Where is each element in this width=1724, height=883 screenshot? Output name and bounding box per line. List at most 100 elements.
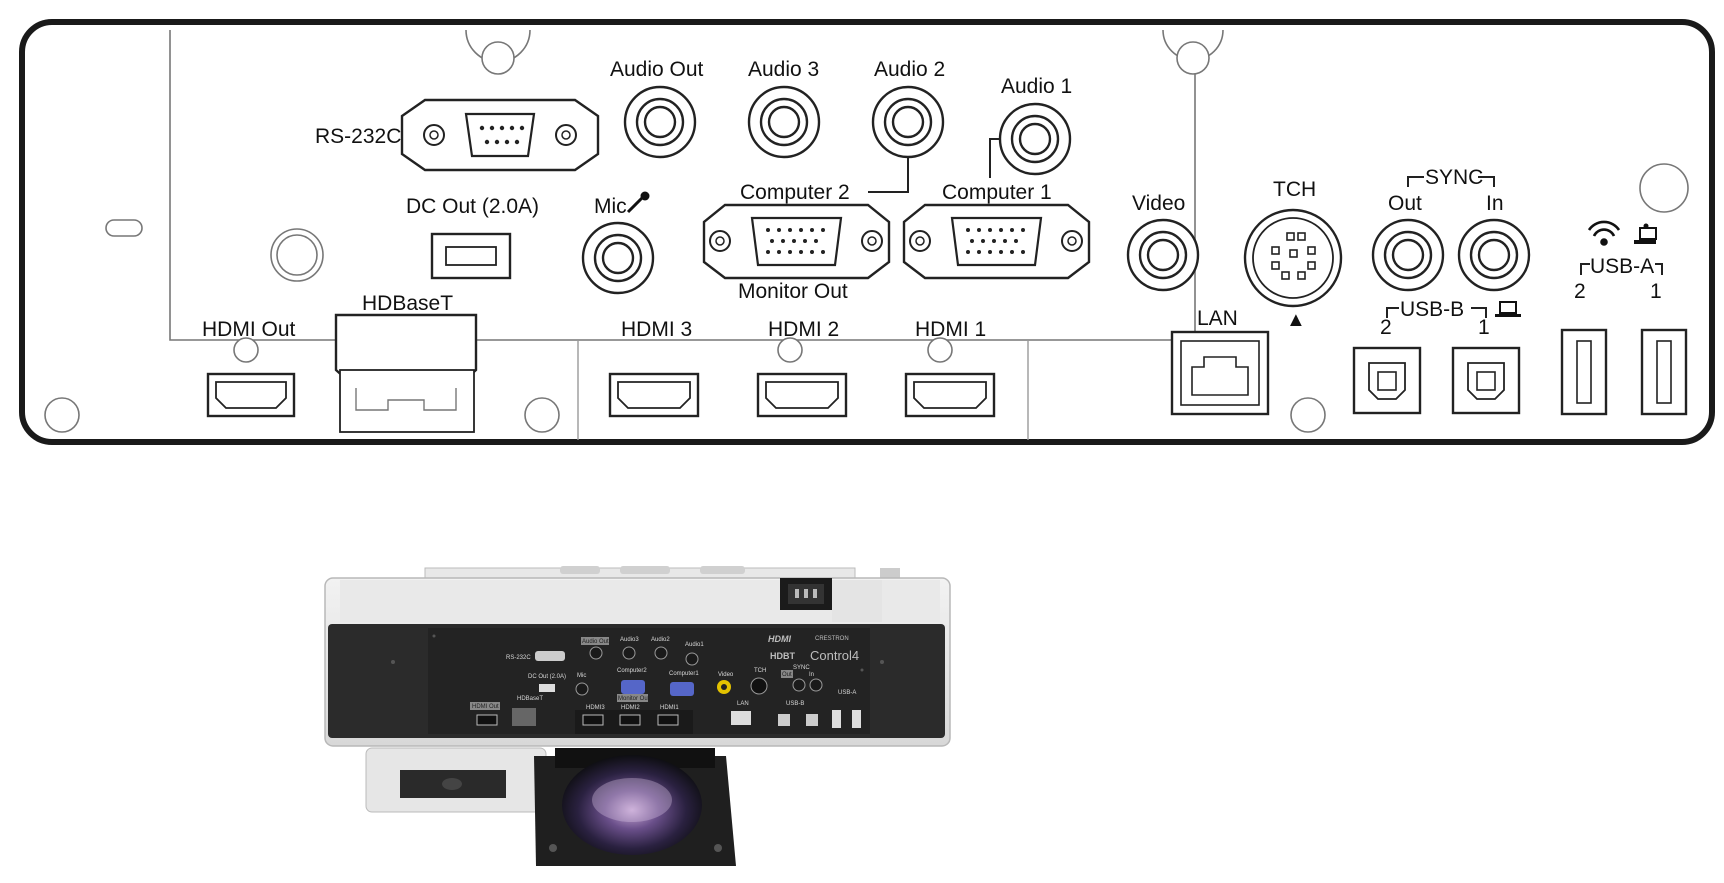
projector-top-edge <box>424 566 900 588</box>
tch-label: TCH <box>1273 178 1316 201</box>
photo-port-labels: RS-232C Audio Out Audio3 Audio2 Audio1 D… <box>470 637 856 711</box>
rs232c-label: RS-232C <box>315 125 401 148</box>
monitor-out-label: Monitor Out <box>738 280 848 303</box>
photo-hdmi3-label: HDMI3 <box>586 705 605 711</box>
mounting-holes <box>44 29 1689 433</box>
power-inlet <box>780 578 832 610</box>
computer2-vga-port[interactable] <box>702 203 891 280</box>
usb-b-2-label: 2 <box>1380 316 1392 339</box>
photo-audio3-label: Audio3 <box>620 637 639 643</box>
photo-usb-b-label: USB-B <box>786 701 804 707</box>
audio-out-jack[interactable] <box>623 85 697 159</box>
tch-arrow: ▲ <box>1286 309 1306 331</box>
audio1-leader-line <box>989 138 1000 178</box>
io-panel <box>328 624 945 738</box>
usb-b-1-label: 1 <box>1478 316 1490 339</box>
audio2-label: Audio 2 <box>874 58 945 81</box>
sync-bracket <box>1407 176 1495 187</box>
hdmi1-port[interactable] <box>904 372 996 418</box>
photo-rs232c-label: RS-232C <box>506 655 531 661</box>
sync-in-jack[interactable] <box>1457 218 1531 292</box>
hdmi2-label: HDMI 2 <box>768 318 839 341</box>
lens-housing <box>534 748 736 866</box>
photo-hdmi1-label: HDMI1 <box>660 705 679 711</box>
photo-computer1-label: Computer1 <box>669 671 699 677</box>
hdbaset-port[interactable] <box>334 313 478 433</box>
hdmi-out-port[interactable] <box>206 372 296 418</box>
video-jack[interactable] <box>1126 218 1200 292</box>
hdbaset-logo: HDBT <box>770 651 795 661</box>
photo-monitor-out-label: Monitor Out <box>618 696 650 702</box>
connector-panel-diagram: RS-232C Audio Out Audio 3 Audio 2 Audio … <box>19 19 1715 445</box>
audio1-jack[interactable] <box>998 102 1072 176</box>
photo-hdbaset-label: HDBaseT <box>517 696 543 702</box>
video-label: Video <box>1132 192 1185 215</box>
tch-din-port[interactable] <box>1243 208 1343 308</box>
usb-a-2-label: 2 <box>1574 280 1586 303</box>
io-panel-inner <box>428 628 870 734</box>
usb-a2-port[interactable] <box>1560 328 1608 416</box>
audio3-jack[interactable] <box>747 85 821 159</box>
usb-a-bracket <box>1580 263 1663 275</box>
sync-out-label: Out <box>1388 192 1422 215</box>
photo-hdmi-out-label: HDMI Out <box>472 704 499 710</box>
crestron-logo: CRESTRON <box>815 636 849 642</box>
computer2-label: Computer 2 <box>740 181 850 204</box>
audio2-jack[interactable] <box>871 85 945 159</box>
photo-tch-label: TCH <box>754 668 766 674</box>
photo-audio-out-label: Audio Out <box>582 639 609 645</box>
usb-b-label: USB-B <box>1400 298 1464 321</box>
dc-out-usb-port[interactable] <box>430 232 512 280</box>
usb-b1-port[interactable] <box>1451 346 1521 415</box>
projector-top-panel <box>340 580 940 622</box>
audio-out-label: Audio Out <box>610 58 704 81</box>
hdbaset-label: HDBaseT <box>362 292 453 315</box>
photo-out-label: Out <box>782 672 792 678</box>
computer1-vga-port[interactable] <box>902 203 1091 280</box>
hdmi-out-label: HDMI Out <box>202 318 296 341</box>
projector-body <box>324 577 951 747</box>
io-panel-hdmi-strip <box>575 710 693 734</box>
rs232c-port[interactable] <box>400 98 600 172</box>
sync-out-jack[interactable] <box>1371 218 1445 292</box>
hdmi3-label: HDMI 3 <box>621 318 692 341</box>
laptop-icon <box>1495 301 1521 317</box>
photo-in-label: In <box>809 672 814 678</box>
hdmi3-port[interactable] <box>608 372 700 418</box>
photo-computer2-label: Computer2 <box>617 668 647 674</box>
hdmi-logo: HDMI <box>768 634 791 644</box>
photo-sync-label: SYNC <box>793 665 810 671</box>
photo-audio1-label: Audio1 <box>685 642 704 648</box>
photo-dc-out-label: DC Out (2.0A) <box>528 674 566 680</box>
photo-lan-label: LAN <box>737 701 749 707</box>
sync-label: SYNC <box>1425 166 1483 189</box>
mic-label: Mic <box>594 195 627 218</box>
photo-hdmi2-label: HDMI2 <box>621 705 640 711</box>
power-inlet-housing <box>832 580 882 622</box>
usb-a1-port[interactable] <box>1640 328 1688 416</box>
photo-usb-a-label: USB-A <box>838 690 856 696</box>
mic-jack[interactable] <box>581 221 655 295</box>
projector-mount-arm <box>365 747 547 813</box>
audio2-leader-line <box>868 157 909 193</box>
mic-icon <box>626 191 650 214</box>
lan-port[interactable] <box>1170 330 1270 416</box>
hdmi1-label: HDMI 1 <box>915 318 986 341</box>
sync-in-label: In <box>1486 192 1504 215</box>
panel-recess <box>169 30 1196 341</box>
photo-video-label: Video <box>718 672 734 678</box>
io-panel-screws <box>391 634 884 672</box>
photo-audio2-label: Audio2 <box>651 637 670 643</box>
usb-a-label: USB-A <box>1590 255 1654 278</box>
hdmi2-port[interactable] <box>756 372 848 418</box>
computer1-label: Computer 1 <box>942 181 1052 204</box>
audio3-label: Audio 3 <box>748 58 819 81</box>
usb-a-1-label: 1 <box>1650 280 1662 303</box>
control4-logo: Control4 <box>810 648 859 663</box>
photo-ports <box>476 646 861 728</box>
audio1-label: Audio 1 <box>1001 75 1072 98</box>
lens <box>562 755 702 855</box>
usb-b2-port[interactable] <box>1352 346 1422 415</box>
usb-b-bracket <box>1386 307 1487 318</box>
dc-out-label: DC Out (2.0A) <box>406 195 539 218</box>
